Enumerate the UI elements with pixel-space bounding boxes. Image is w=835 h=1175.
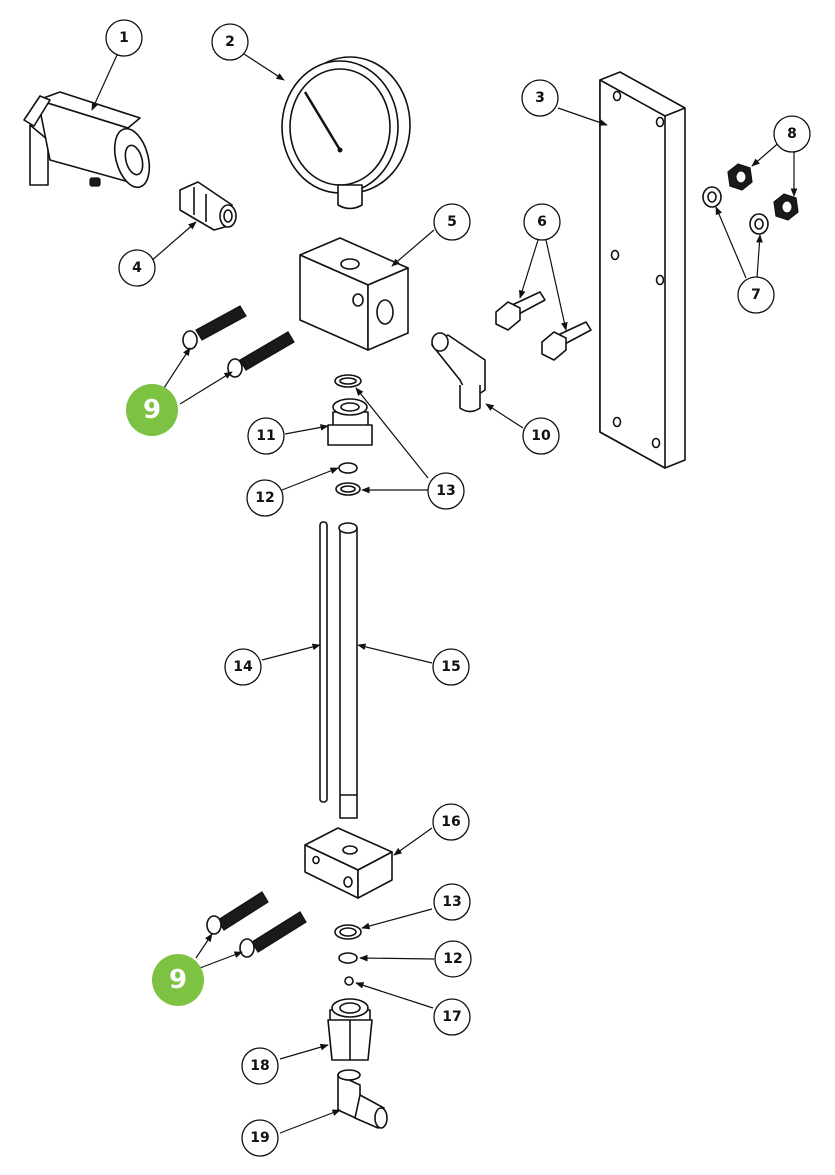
o-rings-bottom [334, 924, 362, 986]
part-6-hex-bolts [495, 291, 592, 361]
callout-7: 7 [737, 276, 775, 314]
callout-3: 3 [521, 79, 559, 117]
callout-12-bottom-label: 12 [443, 951, 462, 967]
callout-12-bottom: 12 [434, 940, 472, 978]
part-3-mounting-plate [599, 71, 686, 469]
callout-8-label: 8 [787, 126, 797, 142]
callout-10-label: 10 [531, 428, 551, 444]
part-1-pressure-sensor [23, 91, 151, 189]
callout-13-bottom-label: 13 [442, 894, 461, 910]
callout-13-top: 13 [427, 472, 465, 510]
callout-6-label: 6 [537, 214, 547, 230]
part-2-pressure-gauge [281, 56, 411, 210]
callout-19-label: 19 [250, 1130, 269, 1146]
callout-11: 11 [247, 417, 285, 455]
part-16-lower-block [304, 827, 393, 899]
callout-3-label: 3 [535, 90, 545, 106]
callout-15: 15 [432, 648, 470, 686]
callout-5-label: 5 [447, 214, 457, 230]
callout-16: 16 [432, 803, 470, 841]
part-4-adapter-fitting [179, 181, 237, 231]
callout-12-top: 12 [246, 479, 284, 517]
part-11-fitting [327, 398, 373, 446]
callout-6: 6 [523, 203, 561, 241]
callout-14: 14 [224, 648, 262, 686]
part-9-socket-screws-top [182, 305, 295, 378]
callout-1-label: 1 [119, 30, 129, 46]
part-19-elbow [337, 1069, 388, 1129]
part-18-fitting [327, 998, 373, 1061]
callout-15-label: 15 [441, 659, 460, 675]
part-10-elbow-fitting [431, 332, 486, 413]
callout-4-label: 4 [132, 260, 142, 276]
leader-lines [91, 53, 798, 1134]
callout-18: 18 [241, 1047, 279, 1085]
callout-14-label: 14 [233, 659, 253, 675]
callout-9-bottom: 9 [152, 954, 204, 1006]
callout-5: 5 [433, 203, 471, 241]
callout-8: 8 [773, 115, 811, 153]
callout-17: 17 [433, 998, 471, 1036]
callout-12-top-label: 12 [255, 490, 274, 506]
callout-4: 4 [118, 249, 156, 287]
callout-13-top-label: 13 [436, 483, 455, 499]
callout-7-label: 7 [751, 287, 761, 303]
callout-2-label: 2 [225, 34, 235, 50]
callout-13-bottom: 13 [433, 883, 471, 921]
tubes [319, 521, 358, 819]
callout-17-label: 17 [442, 1009, 461, 1025]
part-5-gauge-block [299, 237, 409, 351]
callout-9-top-label: 9 [143, 395, 161, 425]
callout-1: 1 [105, 19, 143, 57]
o-rings-top [334, 374, 362, 496]
callout-2: 2 [211, 23, 249, 61]
callout-9-bottom-label: 9 [169, 965, 187, 995]
callout-10: 10 [522, 417, 560, 455]
part-9-socket-screws-bottom [206, 891, 307, 958]
callout-9-top: 9 [126, 384, 178, 436]
callout-19: 19 [241, 1119, 279, 1157]
callout-18-label: 18 [250, 1058, 269, 1074]
part-7-washers [702, 186, 769, 235]
part-8-hex-nuts [727, 163, 799, 221]
callout-11-label: 11 [256, 428, 275, 444]
callout-16-label: 16 [441, 814, 460, 830]
